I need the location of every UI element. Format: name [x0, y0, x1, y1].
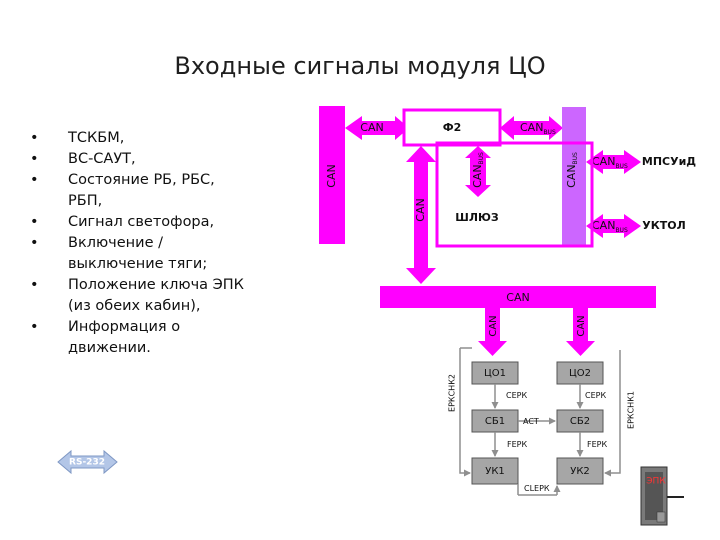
erksnk1-label: ЕРКСНК1 [627, 391, 636, 429]
can-arrow-co1 [478, 308, 507, 356]
canbus-arrow-uktol [586, 214, 641, 238]
can-horizontal-bus [380, 286, 656, 308]
can-vertical-bar [319, 106, 345, 244]
serk-label-left: СЕРК [506, 391, 527, 400]
f2-block [402, 108, 502, 147]
serk-label-right: СЕРК [585, 391, 606, 400]
bullet-item: Сигнал светофора, [28, 212, 253, 233]
uk1-label: УК1 [485, 466, 505, 477]
bullet-item: Включение / выключение тяги; [28, 233, 253, 275]
co2-label: ЦО2 [569, 368, 591, 379]
sb2-label: СБ2 [570, 416, 590, 427]
canbus-arrow-vertical-label: CANBUS [471, 152, 485, 188]
can-arrow-vertical-long-label: CAN [414, 198, 427, 221]
act-label: ACT [523, 417, 539, 426]
clerk-label: CLЕРК [524, 484, 550, 493]
uk2-label: УК2 [570, 466, 590, 477]
canbus-purple-bar-label: CANBUS [565, 152, 579, 188]
canbus-arrow-vertical [465, 146, 491, 197]
input-signal-list: ТСКБМ, ВС-САУТ, Состояние РБ, РБС, РБП, … [28, 128, 253, 359]
can-arrow-vertical-long [406, 146, 436, 284]
co1-label: ЦО1 [484, 368, 506, 379]
rs232-label: RS-232 [69, 458, 105, 468]
bullet-item: Информация о движении. [28, 317, 253, 359]
can-arrow-top-label: CAN [360, 121, 383, 134]
bullet-item: Положение ключа ЭПК (из обеих кабин), [28, 275, 253, 317]
canbus-arrow-top-label: CANBUS [520, 121, 556, 136]
canbus-arrow-mpsuid-label: CANBUS [592, 155, 628, 170]
ferk-label-left: FЕРК [507, 440, 527, 449]
gateway-block [435, 141, 594, 248]
can-arrow-co2 [566, 308, 595, 356]
epk-device-icon [640, 466, 684, 526]
rs232-arrow [57, 449, 118, 475]
gateway-label: ШЛЮЗ [455, 211, 499, 224]
can-horizontal-bus-label: CAN [506, 291, 529, 304]
canbus-purple-bar [562, 107, 586, 245]
f2-label: Ф2 [443, 121, 462, 134]
uktol-label: УКТОЛ [642, 219, 685, 232]
can-arrow-co1-label: CAN [488, 315, 499, 336]
sb1-label: СБ1 [485, 416, 505, 427]
page-title: Входные сигналы модуля ЦО [174, 52, 546, 80]
erksnk2-line [459, 348, 471, 477]
bullet-item: ВС-САУТ, [28, 149, 253, 170]
canbus-arrow-uktol-label: CANBUS [592, 219, 628, 234]
ferk-label-right: FЕРК [587, 440, 607, 449]
erksnk2-label: ЕРКСНК2 [448, 374, 457, 412]
can-arrow-top [345, 116, 409, 140]
uk2-block [556, 457, 604, 485]
erksnk1-line [604, 350, 621, 477]
mpsuid-label: МПСУиД [642, 155, 696, 168]
can-bar-label: CAN [325, 164, 338, 187]
bullet-item: ТСКБМ, [28, 128, 253, 149]
uk1-block [471, 457, 519, 485]
bullet-item: Состояние РБ, РБС, РБП, [28, 170, 253, 212]
canbus-arrow-mpsuid [586, 150, 641, 174]
canbus-arrow-top [500, 116, 563, 140]
epk-label: ЭПК [646, 477, 666, 487]
can-arrow-co2-label: CAN [576, 315, 587, 336]
